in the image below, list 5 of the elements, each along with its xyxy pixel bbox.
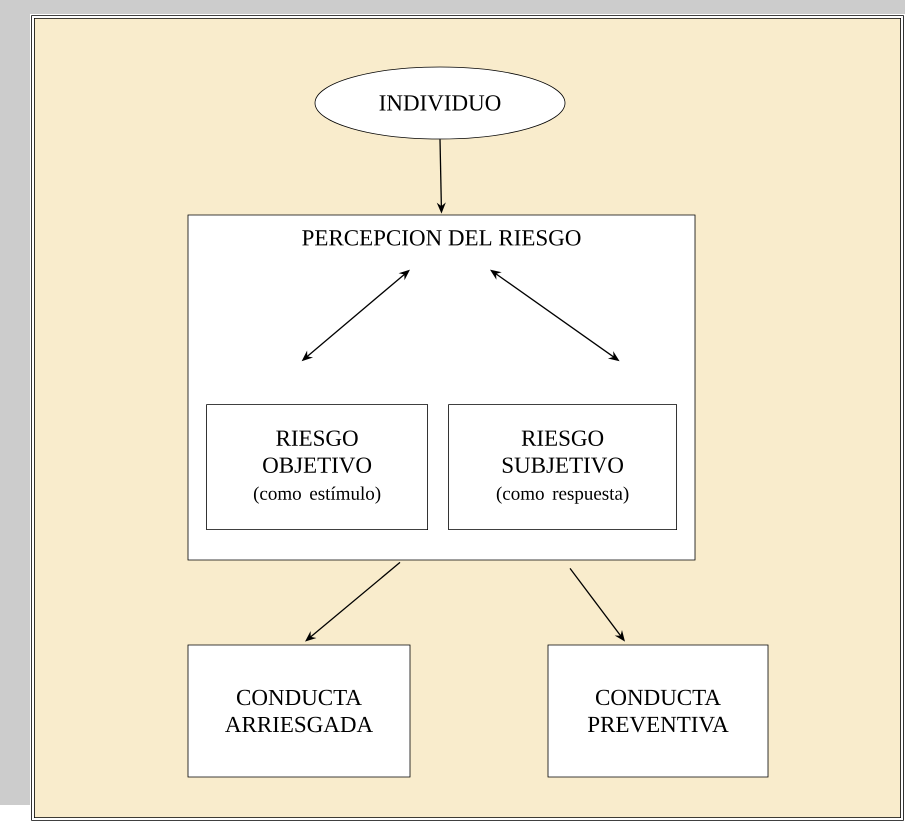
oval-node: INDIVIDUO: [314, 66, 566, 140]
process-box: RIESGO SUBJETIVO (como respuesta): [448, 404, 677, 530]
process-box: CONDUCTA PREVENTIVA: [548, 644, 768, 778]
process-box: CONDUCTA ARRIESGADA: [188, 644, 410, 778]
process-box: RIESGO OBJETIVO (como estímulo): [206, 404, 428, 530]
